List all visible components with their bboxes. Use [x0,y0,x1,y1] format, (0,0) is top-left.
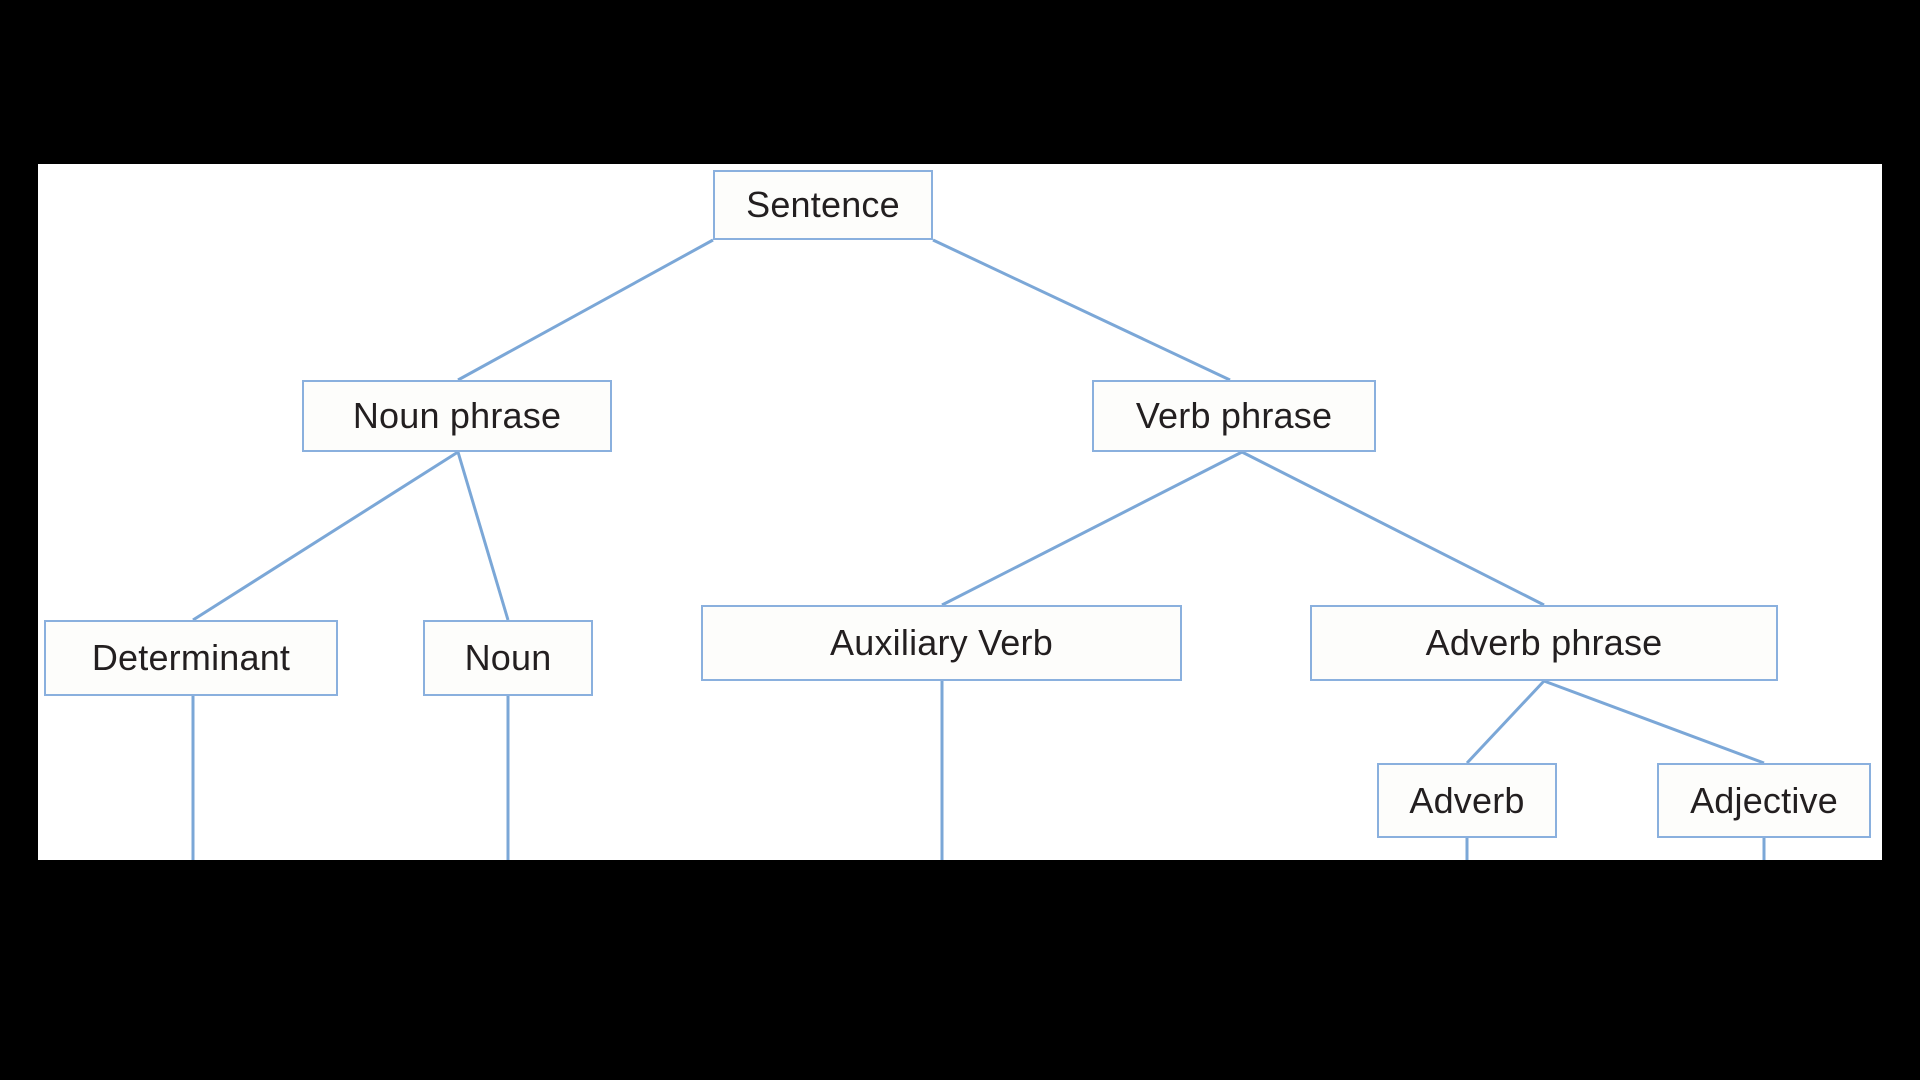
node-label-noun-phrase: Noun phrase [352,395,562,436]
node-adjective[interactable]: Adjective [1657,763,1871,838]
edge-noun-phrase-to-noun [456,451,510,621]
node-label-sentence: Sentence [746,184,900,225]
node-noun-phrase[interactable]: Noun phrase [302,380,612,452]
edge-layer [191,238,1766,860]
node-label-adverb-phrase: Adverb phrase [1425,622,1663,663]
node-determinant[interactable]: Determinant [44,620,338,696]
node-sentence[interactable]: Sentence [713,170,933,240]
node-label-noun: Noun [464,637,552,678]
node-label-verb-phrase: Verb phrase [1135,395,1333,436]
edge-verb-phrase-to-auxiliary-verb [941,450,1243,607]
node-verb-phrase[interactable]: Verb phrase [1092,380,1376,452]
node-adverb-phrase[interactable]: Adverb phrase [1310,605,1778,681]
node-noun[interactable]: Noun [423,620,593,696]
node-label-adverb: Adverb [1409,779,1525,821]
node-auxiliary-verb[interactable]: Auxiliary Verb [701,605,1182,681]
node-label-adjective: Adjective [1690,779,1838,821]
node-label-determinant: Determinant [91,637,291,678]
tree-edges [191,238,1766,860]
edge-sentence-to-verb-phrase [932,238,1231,382]
edge-noun-phrase-to-determinant [192,450,459,622]
node-label-auxiliary-verb: Auxiliary Verb [830,622,1053,663]
edge-adverb-phrase-to-adverb [1465,679,1546,765]
node-adverb[interactable]: Adverb [1377,763,1557,838]
edge-adverb-phrase-to-adjective [1543,679,1765,765]
edge-sentence-to-noun-phrase [457,238,714,382]
edge-verb-phrase-to-adverb-phrase [1241,450,1545,607]
